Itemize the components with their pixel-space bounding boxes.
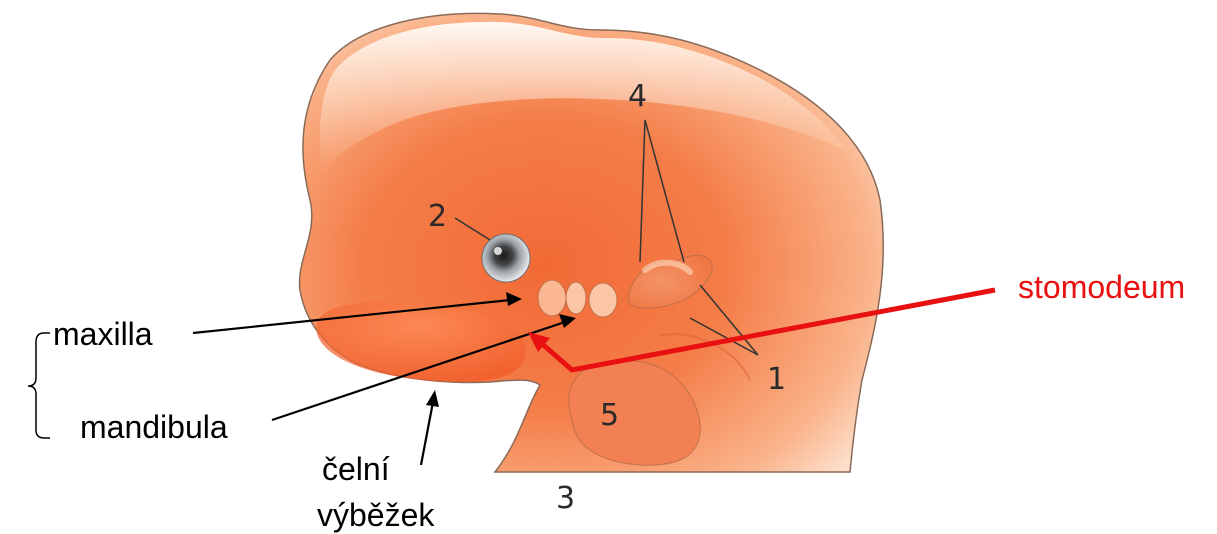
label-stomodeum: stomodeum	[1018, 269, 1185, 305]
number-5: 5	[600, 398, 619, 433]
grouping-brace	[28, 333, 50, 438]
number-3: 3	[556, 481, 575, 516]
arch-bump-2	[566, 282, 586, 314]
label-maxilla: maxilla	[53, 316, 153, 352]
eye	[482, 234, 530, 282]
number-4: 4	[628, 79, 647, 114]
label-celni-line1: čelní	[322, 451, 390, 487]
embryo-illustration	[300, 13, 884, 472]
label-celni-line2: výběžek	[317, 497, 435, 533]
arch-bump-1	[538, 280, 566, 316]
arch-bump-3	[589, 283, 617, 317]
number-2: 2	[428, 199, 447, 234]
label-mandibula: mandibula	[80, 409, 228, 445]
eye-shine	[494, 247, 502, 255]
number-1: 1	[767, 362, 786, 397]
